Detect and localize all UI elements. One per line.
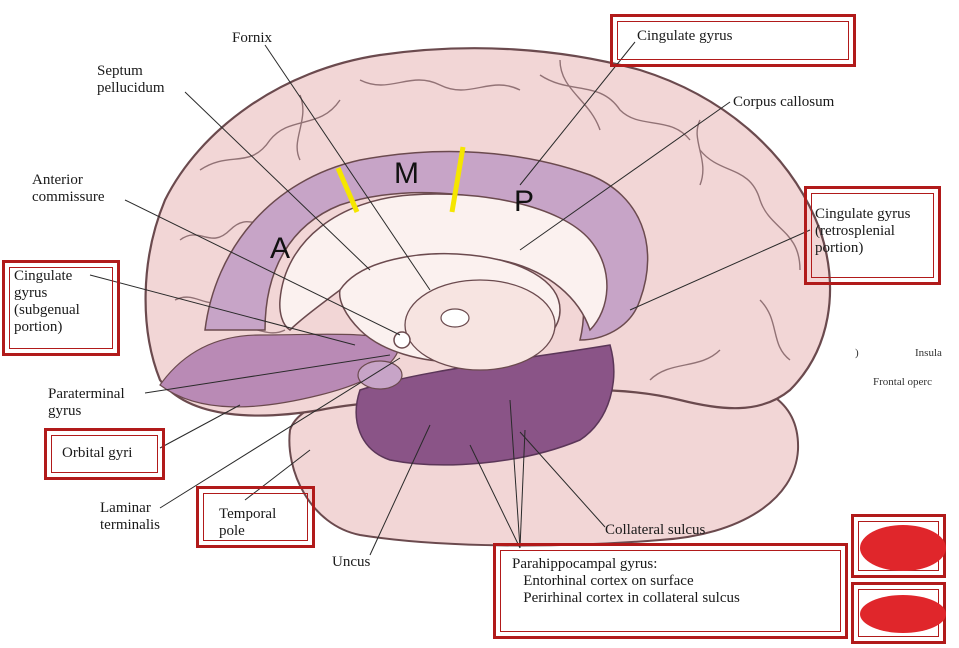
yellow-marker-1 xyxy=(335,167,360,213)
label-cingulate-subgenual: Cingulate gyrus (subgenual portion) xyxy=(14,268,80,335)
box-temporal-pole: Temporal pole xyxy=(196,486,315,548)
redaction-mark-1 xyxy=(860,525,946,571)
redaction-mark-2 xyxy=(860,595,946,633)
box-redacted-2 xyxy=(851,582,946,644)
leader-lines xyxy=(89,41,811,556)
label-fornix: Fornix xyxy=(232,30,273,46)
corpus-callosum-shape xyxy=(279,193,608,332)
label-uncus: Uncus xyxy=(332,554,371,570)
label-anterior-commissure: Anterior commissure xyxy=(32,172,105,205)
label-parahippocampal: Parahippocampal gyrus: Entorhinal cortex… xyxy=(512,556,740,606)
anterior-commissure-dot xyxy=(393,331,411,349)
box-cingulate-subgenual: Cingulate gyrus (subgenual portion) xyxy=(2,260,120,356)
label-laminar-terminalis: Laminar terminalis xyxy=(100,500,160,533)
label-cingulate-retrosplenial: Cingulate gyrus (retrosplenial portion) xyxy=(815,206,911,256)
box-parahippocampal: Parahippocampal gyrus: Entorhinal cortex… xyxy=(493,543,848,639)
label-paraterminal-gyrus: Paraterminal gyrus xyxy=(48,386,125,419)
label-paren: ) xyxy=(855,347,859,359)
box-orbital-gyri: Orbital gyri xyxy=(44,428,165,480)
uncus-shape xyxy=(357,360,403,390)
label-frontal-operculum: Frontal operc xyxy=(873,376,932,388)
label-corpus-callosum: Corpus callosum xyxy=(733,94,835,110)
box-cingulate-gyrus: Cingulate gyrus xyxy=(610,14,856,67)
label-cingulate-gyrus: Cingulate gyrus xyxy=(637,28,733,44)
thalamus-shape xyxy=(404,279,556,371)
label-orbital-gyri: Orbital gyri xyxy=(62,445,133,461)
label-collateral-sulcus: Collateral sulcus xyxy=(605,522,706,538)
region-label-p: P xyxy=(514,185,535,218)
box-cingulate-retrosplenial: Cingulate gyrus (retrosplenial portion) xyxy=(804,186,941,285)
interthalamic-adhesion xyxy=(440,308,470,328)
box-redacted-1 xyxy=(851,514,946,578)
cingulate-band xyxy=(204,150,649,341)
label-septum-pellucidum: Septum pellucidum xyxy=(97,63,165,96)
label-insula: Insula xyxy=(915,347,942,359)
label-temporal-pole: Temporal pole xyxy=(219,506,277,539)
yellow-marker-2 xyxy=(449,146,466,213)
region-label-m: M xyxy=(394,157,419,190)
region-label-a: A xyxy=(270,232,291,265)
